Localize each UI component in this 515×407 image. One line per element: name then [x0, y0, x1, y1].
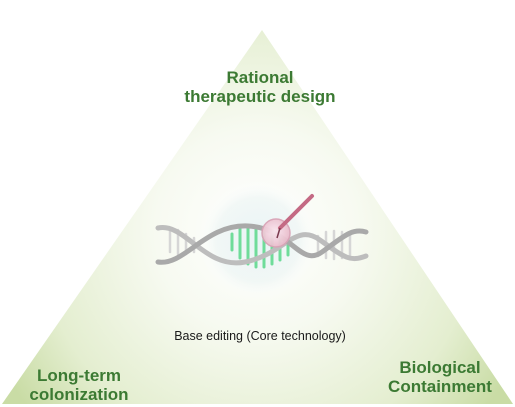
top-vertex-line1: Rational — [226, 68, 294, 87]
center-label: Base editing (Core technology) — [174, 329, 346, 343]
left-vertex-label: Long-term colonization — [4, 366, 154, 404]
top-vertex-label: Rational therapeutic design — [130, 68, 390, 106]
base-editor-needle-icon — [261, 194, 314, 248]
right-vertex-label: Biological Containment — [370, 358, 510, 396]
right-vertex-line2: Containment — [388, 377, 492, 397]
top-vertex-line2: therapeutic design — [184, 87, 336, 107]
left-vertex-line2: colonization — [29, 385, 129, 405]
center-halo — [198, 180, 318, 300]
right-vertex-line1: Biological — [399, 358, 481, 377]
left-vertex-line1: Long-term — [36, 366, 122, 385]
